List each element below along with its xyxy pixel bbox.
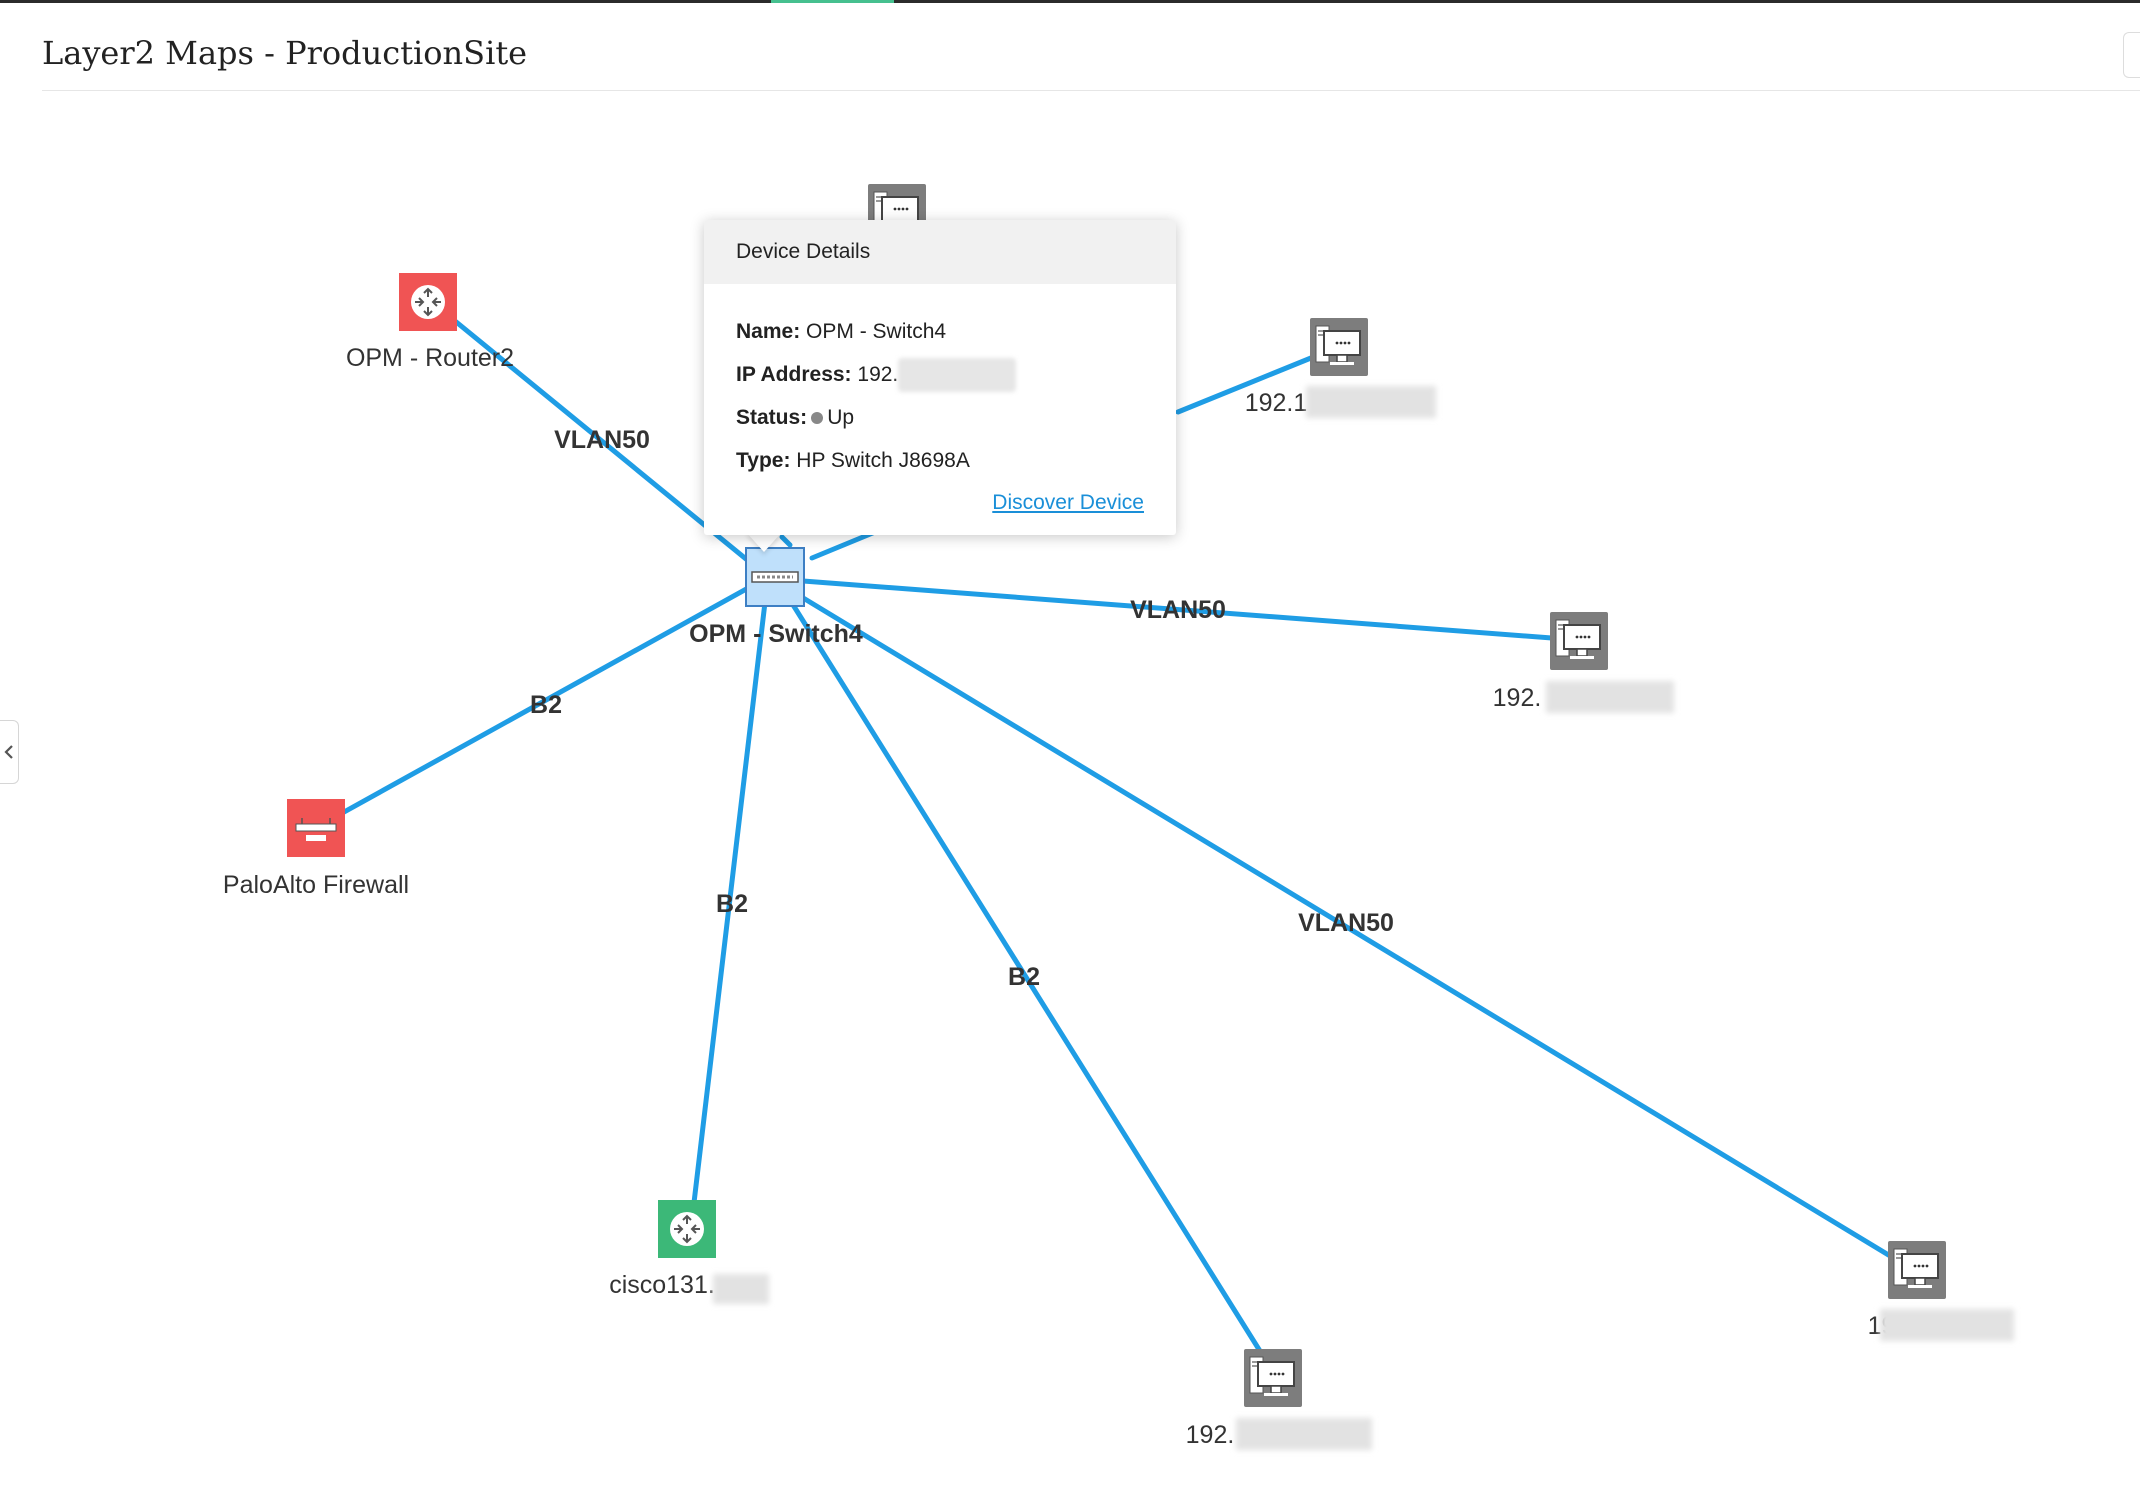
server-icon [1888,1241,1946,1299]
link-label: VLAN50 [554,426,650,454]
detail-label: Type: [736,449,791,472]
link-cisco131[interactable] [688,574,771,1231]
detail-name: Name: OPM - Switch4 [736,310,1144,353]
detail-value: OPM - Switch4 [806,320,947,343]
links [314,300,1908,1378]
node-switch4[interactable]: OPM - Switch4 [689,547,863,648]
node-label: cisco131. [609,1271,715,1299]
node-label: PaloAlto Firewall [223,871,409,899]
node-label: OPM - Switch4 [689,620,863,648]
device-details-popup: Device Details Name: OPM - Switch4 IP Ad… [704,220,1176,535]
redacted-text [1236,1418,1372,1450]
detail-type: Type: HP Switch J8698A [736,439,1144,482]
detail-value: Up [827,406,855,429]
server-icon [1550,612,1608,670]
link-host-d[interactable] [787,587,1908,1268]
popup-pointer [746,532,782,552]
redacted-text [1880,1309,2014,1341]
node-host-c[interactable]: 192. [1186,1349,1372,1450]
chevron-left-icon [4,745,13,759]
popup-title: Device Details [704,220,1176,284]
node-host-a[interactable]: 192.1 [1245,318,1436,418]
active-tab-indicator [771,0,894,3]
link-label: B2 [1008,963,1040,991]
node-label: OPM - Router2 [346,344,514,372]
server-icon [1244,1349,1302,1407]
detail-label: IP Address: [736,363,852,386]
detail-label: Name: [736,320,801,343]
node-router2[interactable]: OPM - Router2 [346,273,514,372]
node-label: 192. [1186,1421,1235,1449]
node-label: 192. [1493,684,1542,712]
link-firewall[interactable] [314,574,771,830]
link-label: B2 [716,890,748,918]
header-action-button[interactable] [2123,32,2140,78]
detail-label: Status: [736,406,808,429]
node-firewall[interactable]: PaloAlto Firewall [223,799,409,899]
status-dot-icon [811,412,824,425]
redacted-text [713,1274,769,1304]
link-host-c[interactable] [787,597,1278,1378]
detail-value: HP Switch J8698A [796,449,970,472]
link-label: VLAN50 [1130,596,1226,624]
detail-value: 192. [857,363,899,386]
node-host-b[interactable]: 192. [1493,612,1674,713]
node-cisco131[interactable]: cisco131. [609,1200,769,1304]
link-label: B2 [530,691,562,719]
collapse-panel-button[interactable] [0,720,19,784]
link-label: VLAN50 [1298,909,1394,937]
detail-status: Status: Up [736,396,1144,439]
node-label: 192.1 [1245,389,1308,417]
link-host-top-stub[interactable] [779,534,793,548]
page-header: Layer2 Maps - ProductionSite [42,0,2140,91]
redacted-text [1306,386,1436,418]
redacted-text [898,358,1017,393]
node-host-d[interactable]: 192. [1868,1241,2014,1341]
server-icon [1310,318,1368,376]
detail-ip: IP Address: 192. [736,353,1144,396]
discover-device-link[interactable]: Discover Device [992,491,1144,514]
page-title: Layer2 Maps - ProductionSite [42,34,528,72]
top-progress-bar [0,0,2140,3]
link-host-b[interactable] [787,577,1581,643]
redacted-text [1546,681,1674,713]
